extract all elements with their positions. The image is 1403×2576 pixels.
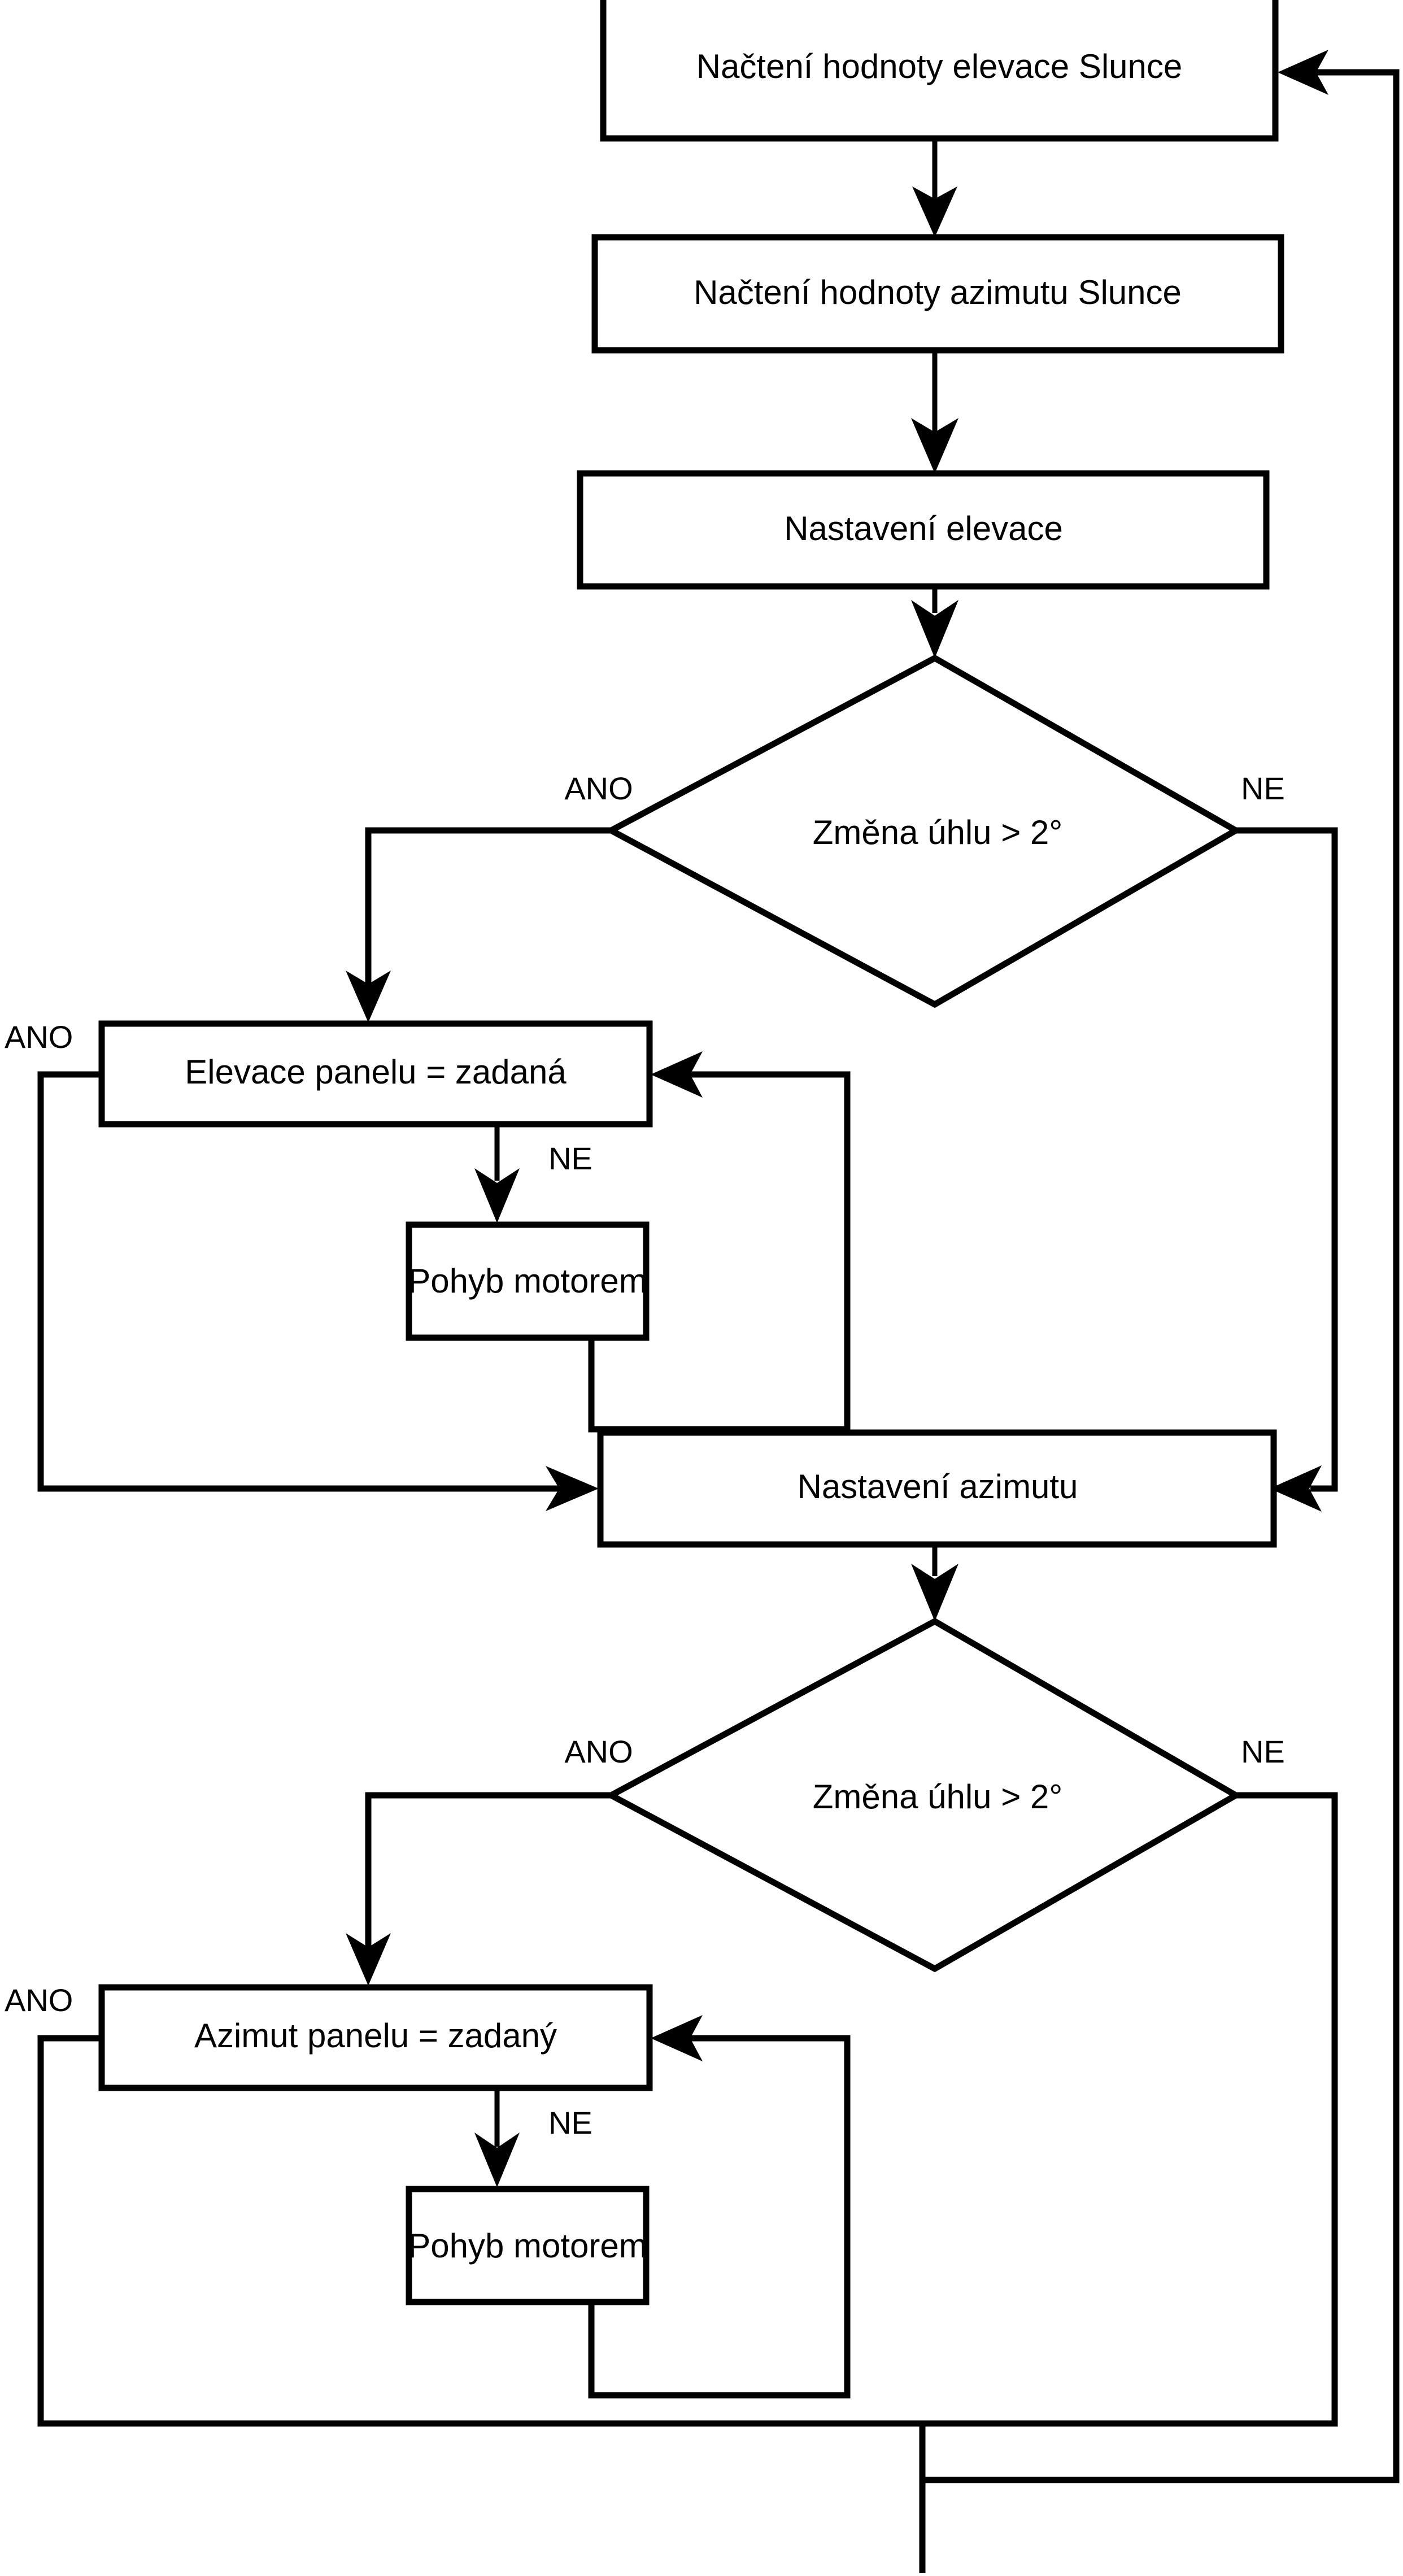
edge-panel-elevation-no: NE — [474, 1124, 592, 1223]
arrowhead-panel-elevation-yes — [546, 1466, 599, 1511]
node-decision-azimuth-label: Změna úhlu > 2° — [813, 1778, 1063, 1816]
node-decision-azimuth-shape — [604, 1617, 1243, 1973]
node-panel-elevation-set[interactable]: Elevace panelu = zadaná — [98, 1020, 653, 1128]
edge-label-panel-elevation-no: NE — [548, 1141, 592, 1176]
node-decision-azimuth[interactable]: Změna úhlu > 2° — [604, 1617, 1243, 1973]
node-decision-elevation[interactable]: Změna úhlu > 2° — [604, 654, 1243, 1008]
node-set-elevation-label: Nastavení elevace — [784, 510, 1063, 547]
arrowhead-decision-elevation-no — [1270, 1465, 1322, 1512]
node-read-azimuth[interactable]: Načtení hodnoty azimutu Slunce — [591, 234, 1284, 354]
node-motor-move-azimuth-shape — [406, 2186, 650, 2305]
node-panel-azimuth-set[interactable]: Azimut panelu = zadaný — [98, 1984, 653, 2091]
edge-decision-elevation-no: NE — [1236, 771, 1338, 1512]
edge-panel-azimuth-yes: ANO — [5, 1982, 922, 2427]
edge-return-to-start — [919, 50, 1400, 2573]
edge-motor-azimuth-feedback — [588, 2015, 851, 2399]
node-panel-azimuth-set-shape — [98, 1984, 653, 2091]
node-motor-move-elevation[interactable]: Pohyb motorem — [406, 1221, 650, 1341]
edge-decision-elevation-yes: ANO — [346, 771, 633, 1022]
node-read-azimuth-label: Načtení hodnoty azimutu Slunce — [694, 273, 1182, 311]
node-decision-elevation-shape — [604, 654, 1243, 1008]
node-set-elevation-shape — [577, 470, 1270, 590]
node-panel-elevation-set-label: Elevace panelu = zadaná — [185, 1053, 567, 1091]
arrowhead-return-to-start — [1278, 50, 1328, 95]
edge-set-elevation-to-decision — [911, 586, 958, 658]
edge-decision-azimuth-no: NE — [919, 1734, 1338, 2573]
node-read-elevation-label: Načtení hodnoty elevace Slunce — [696, 47, 1183, 85]
arrowhead-to-decision-elevation — [911, 600, 958, 658]
node-read-azimuth-shape — [591, 234, 1284, 354]
node-motor-move-azimuth[interactable]: Pohyb motorem — [406, 2186, 650, 2305]
edge-panel-elevation-yes: ANO — [5, 1019, 599, 1511]
arrowhead-to-decision-azimuth — [911, 1564, 958, 1621]
arrowhead-to-read-azimuth — [912, 186, 957, 237]
node-motor-move-elevation-shape — [406, 1221, 650, 1341]
arrowhead-motor-elevation-feedback — [651, 1051, 703, 1098]
arrowhead-decision-azimuth-yes — [346, 1933, 391, 1986]
edge-label-panel-azimuth-yes: ANO — [5, 1982, 73, 2018]
edge-label-decision-elevation-yes: ANO — [564, 771, 633, 806]
node-panel-elevation-set-shape — [98, 1020, 653, 1128]
edge-label-decision-elevation-no: NE — [1241, 771, 1285, 806]
node-set-azimuth[interactable]: Nastavení azimutu — [597, 1429, 1277, 1548]
edge-panel-azimuth-no: NE — [474, 2088, 592, 2187]
node-panel-azimuth-set-label: Azimut panelu = zadaný — [194, 2017, 557, 2055]
edge-decision-azimuth-yes: ANO — [346, 1734, 633, 1986]
edge-label-panel-elevation-yes: ANO — [5, 1019, 73, 1055]
edge-label-decision-azimuth-yes: ANO — [564, 1734, 633, 1769]
node-decision-elevation-label: Změna úhlu > 2° — [813, 813, 1063, 851]
arrowhead-panel-elevation-no — [474, 1168, 520, 1223]
arrowhead-to-set-elevation — [911, 418, 958, 473]
arrowhead-motor-azimuth-feedback — [651, 2015, 703, 2061]
edge-label-panel-azimuth-no: NE — [548, 2105, 592, 2140]
arrowhead-panel-azimuth-no — [474, 2133, 520, 2187]
node-motor-move-elevation-label: Pohyb motorem — [408, 1262, 647, 1300]
node-read-elevation[interactable]: Načtení hodnoty elevace Slunce — [600, 0, 1279, 142]
node-set-azimuth-label: Nastavení azimutu — [798, 1468, 1078, 1505]
node-read-elevation-shape — [600, 0, 1279, 142]
edge-label-decision-azimuth-no: NE — [1241, 1734, 1285, 1769]
node-set-azimuth-shape — [597, 1429, 1277, 1548]
edge-set-azimuth-to-decision — [911, 1544, 958, 1621]
node-motor-move-azimuth-label: Pohyb motorem — [408, 2227, 647, 2265]
arrowhead-decision-elevation-yes — [346, 971, 391, 1022]
edge-motor-elevation-feedback — [588, 1051, 851, 1433]
edge-read-elevation-to-read-azimuth — [912, 138, 957, 237]
edge-read-azimuth-to-set-elevation — [911, 350, 958, 473]
node-set-elevation[interactable]: Nastavení elevace — [577, 470, 1270, 590]
